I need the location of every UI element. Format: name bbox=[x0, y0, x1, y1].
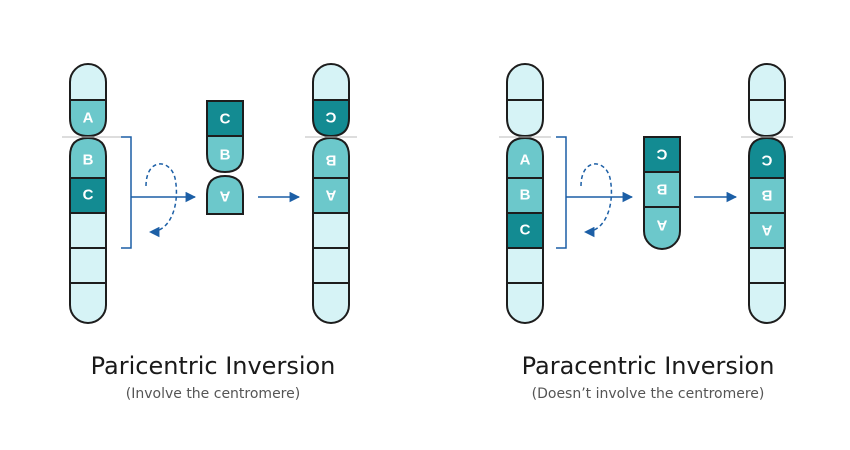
segment-label-a: A bbox=[83, 110, 94, 127]
chromosome-cap-bottom bbox=[312, 282, 350, 324]
paracentric-inverted-fragment: C B A bbox=[643, 136, 681, 250]
segment-plain bbox=[748, 247, 786, 284]
segment-b bbox=[206, 135, 244, 174]
inversion-bracket bbox=[556, 136, 567, 249]
segment-label-a: A bbox=[520, 152, 531, 169]
segment-c bbox=[643, 136, 681, 173]
rotation-arrow-icon bbox=[580, 163, 613, 238]
chromosome-cap-top bbox=[312, 63, 350, 101]
chromosome-cap-bottom bbox=[506, 282, 544, 324]
segment-plain bbox=[69, 247, 107, 284]
segment-label-c: C bbox=[220, 111, 231, 128]
segment-label-b: B bbox=[83, 152, 94, 169]
segment-label-a-inverted: A bbox=[761, 222, 772, 239]
segment-label-b-inverted: B bbox=[761, 187, 772, 204]
segment-label-c-inverted: C bbox=[656, 146, 667, 163]
chromosome-cap-bottom bbox=[748, 282, 786, 324]
pericentric-original-chromosome: A B C bbox=[69, 63, 107, 324]
chromosome-cap-top bbox=[748, 63, 786, 101]
rotation-arrow-icon bbox=[145, 163, 178, 238]
segment-b bbox=[69, 136, 107, 179]
segment-label-a-inverted: A bbox=[656, 217, 667, 234]
segment-label-b-inverted: B bbox=[325, 152, 336, 169]
chromosome-cap-bottom bbox=[69, 282, 107, 324]
segment-b bbox=[643, 171, 681, 208]
segment-plain bbox=[506, 99, 544, 138]
pericentric-inverted-fragment: C B A bbox=[206, 100, 244, 215]
segment-b bbox=[312, 136, 350, 179]
segment-a bbox=[69, 99, 107, 138]
pericentric-panel: A B C C B A bbox=[62, 63, 357, 324]
segment-label-a-inverted: A bbox=[219, 188, 230, 205]
segment-label-b-inverted: B bbox=[656, 181, 667, 198]
segment-c bbox=[206, 100, 244, 137]
segment-label-a-inverted: A bbox=[325, 187, 336, 204]
segment-label-c-inverted: C bbox=[761, 152, 772, 169]
segment-plain bbox=[69, 212, 107, 249]
pericentric-title: Paricentric Inversion bbox=[90, 352, 336, 380]
segment-label-c: C bbox=[520, 222, 531, 239]
paracentric-original-chromosome: A B C bbox=[506, 63, 544, 324]
paracentric-panel: A B C C B A bbox=[499, 63, 793, 324]
segment-c bbox=[748, 136, 786, 179]
segment-a bbox=[506, 136, 544, 179]
segment-c bbox=[312, 99, 350, 138]
segment-plain bbox=[748, 99, 786, 138]
segment-a bbox=[206, 174, 244, 215]
segment-c bbox=[506, 212, 544, 249]
pericentric-subtitle: (Involve the centromere) bbox=[125, 386, 301, 402]
segment-label-b: B bbox=[220, 147, 231, 164]
paracentric-result-chromosome: C B A bbox=[748, 63, 786, 324]
segment-plain bbox=[506, 247, 544, 284]
segment-label-c-inverted: C bbox=[325, 109, 336, 126]
segment-label-c: C bbox=[83, 187, 94, 204]
segment-a bbox=[643, 206, 681, 250]
chromosome-cap-top bbox=[506, 63, 544, 101]
paracentric-subtitle: (Doesn’t involve the centromere) bbox=[531, 386, 765, 402]
segment-plain bbox=[312, 212, 350, 249]
inversion-bracket bbox=[121, 136, 132, 249]
segment-c bbox=[69, 177, 107, 214]
pericentric-result-chromosome: C B A bbox=[312, 63, 350, 324]
segment-plain bbox=[312, 247, 350, 284]
chromosome-cap-top bbox=[69, 63, 107, 101]
segment-label-b: B bbox=[520, 187, 531, 204]
paracentric-title: Paracentric Inversion bbox=[521, 352, 775, 380]
